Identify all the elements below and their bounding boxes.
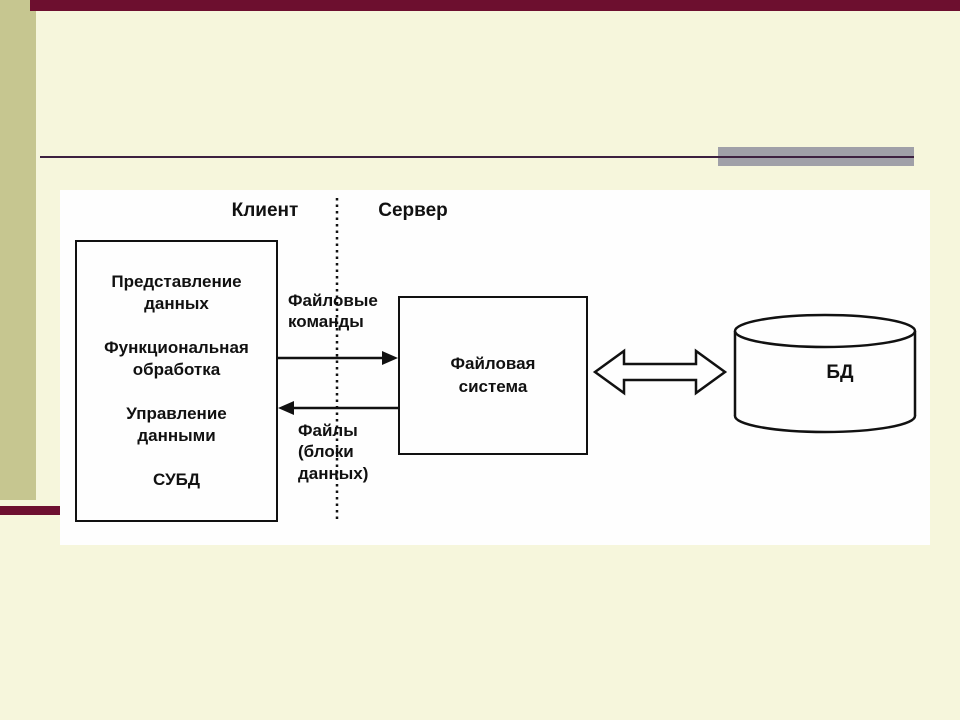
client-region-label: Клиент bbox=[231, 200, 299, 221]
diagram-graphics bbox=[278, 198, 917, 522]
file-commands-label: Файловые команды bbox=[288, 291, 378, 332]
top-accent-bar bbox=[30, 0, 960, 11]
client-box-item-functional-processing: Функциональная обработка bbox=[104, 338, 249, 379]
client-box-item-dbms: СУБД bbox=[153, 470, 200, 490]
bottom-left-accent-bar bbox=[0, 506, 62, 515]
server-region-label: Сервер bbox=[378, 200, 448, 221]
horizontal-rule bbox=[40, 156, 914, 158]
client-box-item-data-management: Управление данными bbox=[126, 404, 227, 445]
files-data-blocks-label: Файлы (блоки данных) bbox=[298, 421, 369, 483]
database-label: БД bbox=[826, 362, 854, 383]
bidirectional-block-arrow bbox=[592, 348, 728, 396]
diagram-panel: Клиент Сервер Представление данных Функц… bbox=[60, 190, 930, 545]
file-system-label: Файловая система bbox=[450, 354, 536, 396]
database-cylinder bbox=[733, 313, 917, 434]
client-box: Представление данных Функциональная обра… bbox=[75, 240, 278, 522]
files-arrow bbox=[278, 401, 398, 415]
file-system-box: Файловая система bbox=[398, 296, 588, 455]
file-commands-arrow bbox=[278, 351, 398, 365]
client-box-item-data-presentation: Представление данных bbox=[111, 272, 242, 313]
left-accent-bar bbox=[0, 0, 36, 500]
